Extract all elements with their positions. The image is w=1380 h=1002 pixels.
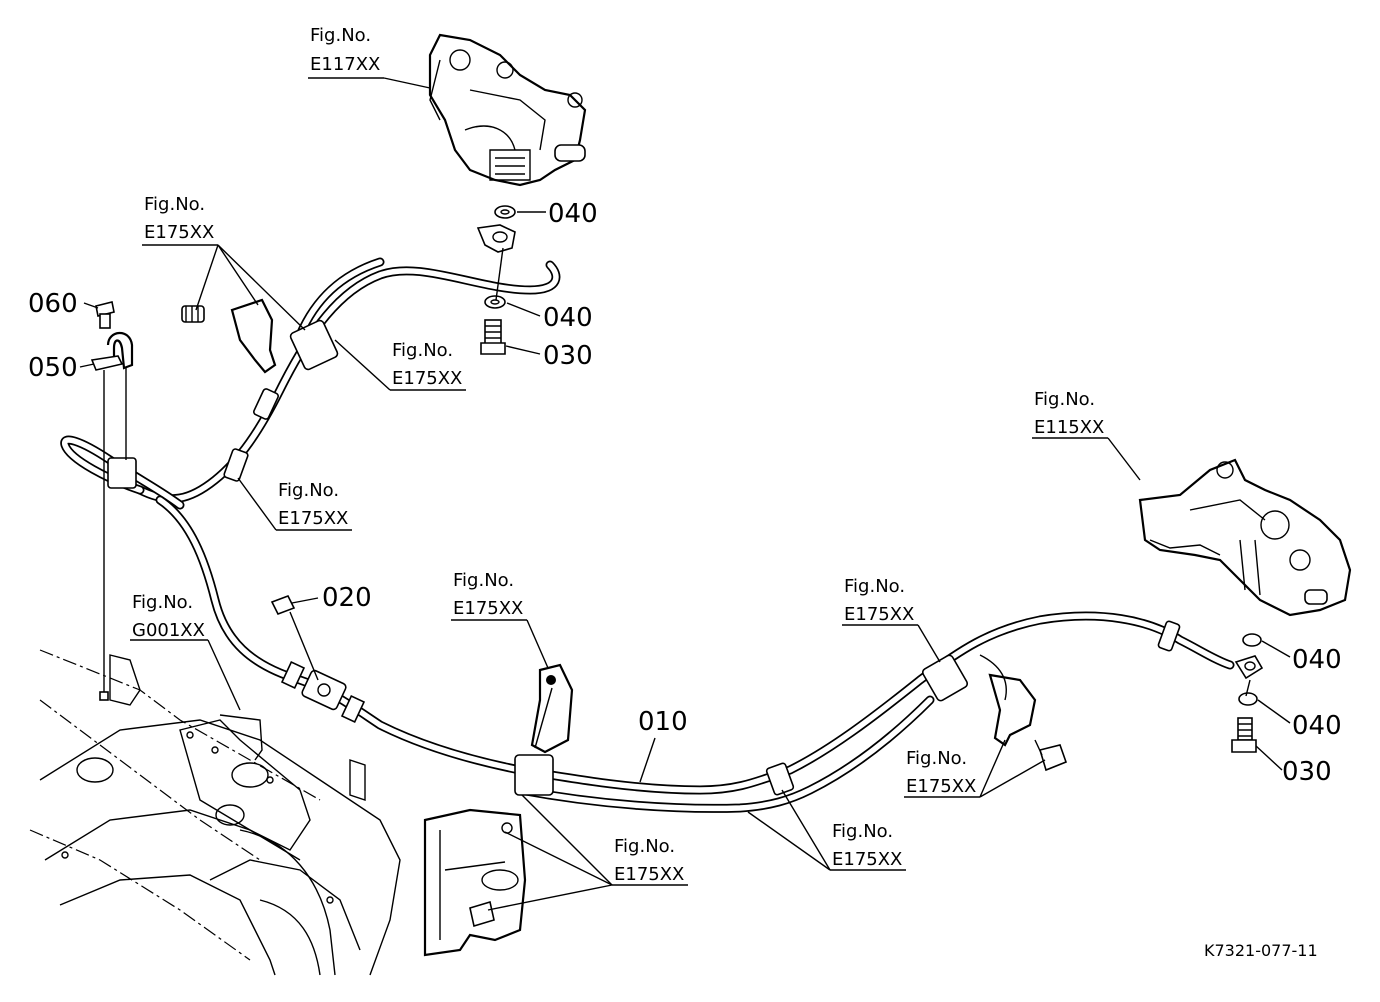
part-040-right-b: 040 bbox=[1292, 711, 1342, 741]
part-040-mid: 040 bbox=[543, 303, 593, 333]
fig-ref-e175-upper-mid-line1: Fig.No. bbox=[392, 340, 453, 361]
fig-ref-e175-right-lower-line2: E175XX bbox=[906, 776, 976, 797]
fig-ref-e175-right-top-line1: Fig.No. bbox=[844, 576, 905, 597]
hardware bbox=[90, 205, 1264, 957]
fig-ref-e175-upper-left-line1: Fig.No. bbox=[144, 194, 205, 215]
part-060: 060 bbox=[28, 289, 78, 319]
chassis-frame bbox=[29, 649, 401, 976]
brake-pipe-assembly bbox=[60, 257, 1235, 813]
fig-ref-e175-bottom-right-line1: Fig.No. bbox=[832, 821, 893, 842]
fig-ref-e175-right-lower-line1: Fig.No. bbox=[906, 748, 967, 769]
leader-lines bbox=[79, 77, 1291, 911]
top-caliper bbox=[428, 33, 587, 187]
fig-ref-e175-center-top-line2: E175XX bbox=[453, 598, 523, 619]
fig-ref-e117-line2: E117XX bbox=[310, 54, 380, 75]
part-010: 010 bbox=[638, 707, 688, 737]
figure-reference-labels: Fig.No. E117XX Fig.No. E175XX Fig.No. E1… bbox=[132, 25, 1104, 885]
right-caliper bbox=[1138, 458, 1352, 617]
fig-ref-e115-line1: Fig.No. bbox=[1034, 389, 1095, 410]
fig-ref-g001-line2: G001XX bbox=[132, 620, 205, 641]
fig-ref-e175-left-mid-line2: E175XX bbox=[278, 508, 348, 529]
drawing-code: K7321-077-11 bbox=[1204, 941, 1318, 960]
part-050: 050 bbox=[28, 353, 78, 383]
fig-ref-g001-line1: Fig.No. bbox=[132, 592, 193, 613]
fig-ref-e117-line1: Fig.No. bbox=[310, 25, 371, 46]
fig-ref-e175-upper-mid-line2: E175XX bbox=[392, 368, 462, 389]
fig-ref-e115-line2: E115XX bbox=[1034, 417, 1104, 438]
fig-ref-e175-right-top-line2: E175XX bbox=[844, 604, 914, 625]
part-040-top: 040 bbox=[548, 199, 598, 229]
fig-ref-e175-bottom-center-line1: Fig.No. bbox=[614, 836, 675, 857]
part-number-labels: 040 040 030 060 050 020 010 040 040 030 bbox=[28, 199, 1342, 787]
fig-ref-e175-left-mid-line1: Fig.No. bbox=[278, 480, 339, 501]
fig-ref-e175-bottom-center-line2: E175XX bbox=[614, 864, 684, 885]
fig-ref-e175-bottom-right-line2: E175XX bbox=[832, 849, 902, 870]
part-030-right: 030 bbox=[1282, 757, 1332, 787]
fig-ref-e175-upper-left-line2: E175XX bbox=[144, 222, 214, 243]
part-020: 020 bbox=[322, 583, 372, 613]
fig-ref-e175-center-top-line1: Fig.No. bbox=[453, 570, 514, 591]
part-030-top: 030 bbox=[543, 341, 593, 371]
part-040-right-a: 040 bbox=[1292, 645, 1342, 675]
